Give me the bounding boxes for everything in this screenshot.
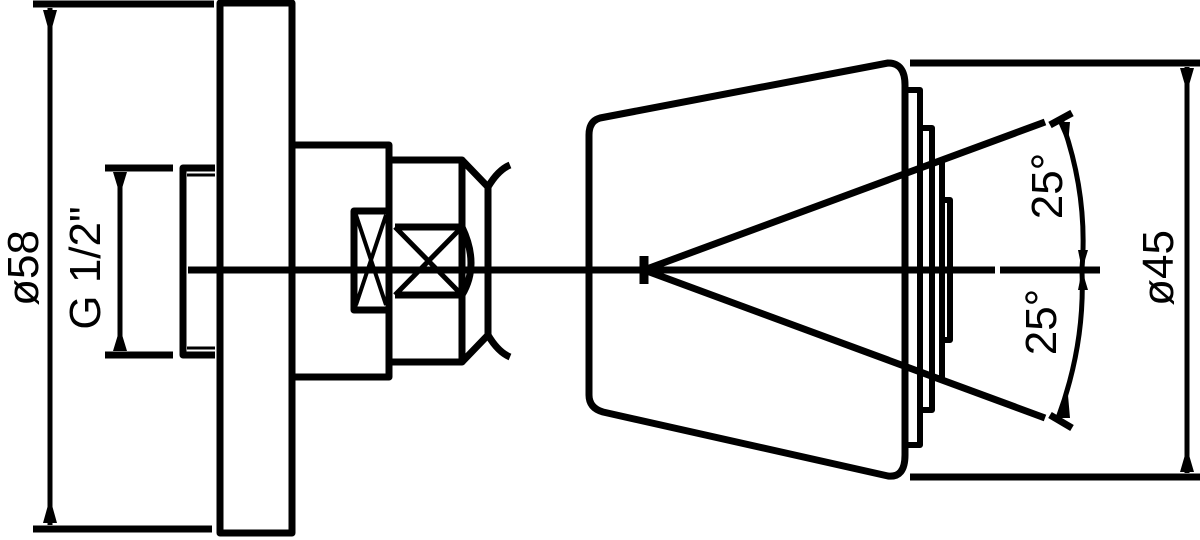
shower-head-body xyxy=(585,59,909,480)
label-angle-lower: 25° xyxy=(1017,289,1066,356)
label-thread: G 1/2" xyxy=(61,206,110,329)
label-angle-upper: 25° xyxy=(1023,153,1072,220)
dimension-thread xyxy=(105,164,173,359)
label-outer-diameter: ø58 xyxy=(0,230,48,306)
hex-symbol xyxy=(350,207,475,314)
hub-body xyxy=(292,141,393,381)
dimension-head-diameter xyxy=(910,59,1200,481)
nut xyxy=(389,156,466,366)
spray-angle-lines xyxy=(642,109,1088,432)
label-head-diameter: ø45 xyxy=(1134,230,1183,306)
ball-joint xyxy=(459,157,512,365)
thread-stub xyxy=(179,164,215,359)
dimension-outer-diameter xyxy=(33,0,214,533)
